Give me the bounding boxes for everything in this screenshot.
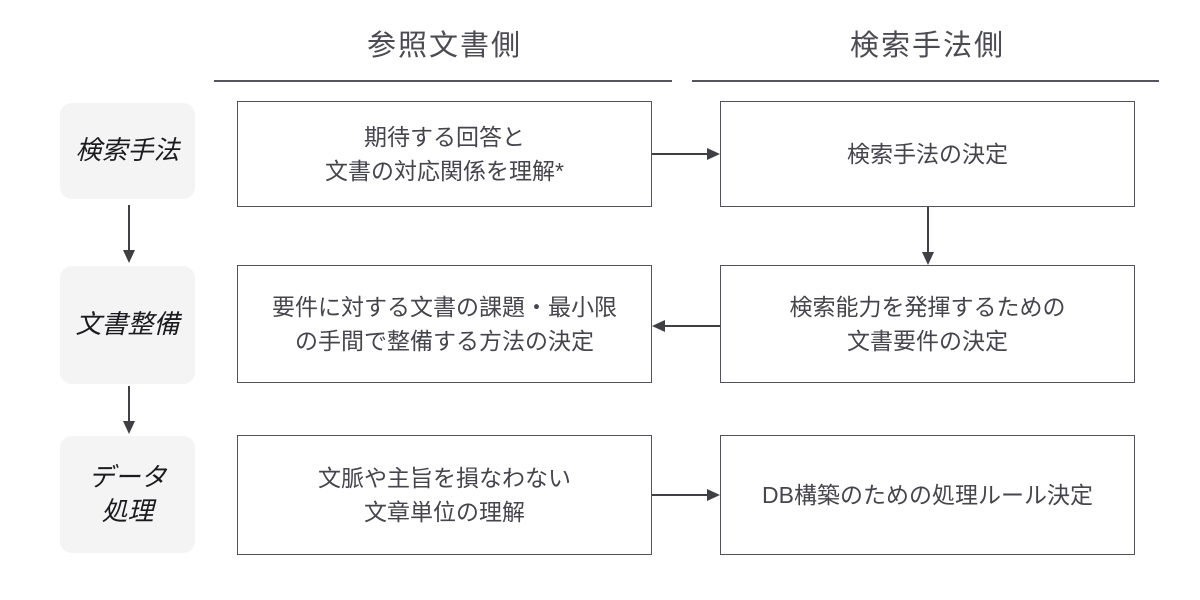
arrow-right-row3-icon	[652, 485, 720, 505]
box-row2-right: 検索能力を発揮するための 文書要件の決定	[720, 265, 1135, 383]
column-title-reference-docs: 参照文書側	[366, 30, 522, 62]
arrow-down-stage2-icon	[119, 386, 139, 434]
column-underline-right	[692, 80, 1159, 82]
stage-label-data-processing: データ 処理	[60, 436, 195, 553]
stage-label-search-method: 検索手法	[60, 103, 195, 199]
box-row2-left: 要件に対する文書の課題・最小限 の手間で整備する方法の決定	[237, 265, 652, 383]
column-underline-left	[214, 80, 672, 82]
box-row3-right: DB構築のための処理ルール決定	[720, 435, 1135, 555]
box-row1-left: 期待する回答と 文書の対応関係を理解*	[237, 101, 652, 207]
column-title-search-method: 検索手法側	[849, 30, 1005, 62]
arrow-right-row1-icon	[652, 144, 720, 164]
arrow-down-right-column-icon	[918, 207, 938, 265]
arrow-left-row2-icon	[652, 316, 720, 336]
box-row3-left: 文脈や主旨を損なわない 文章単位の理解	[237, 435, 652, 555]
box-row1-right: 検索手法の決定	[720, 101, 1135, 207]
arrow-down-stage1-icon	[119, 205, 139, 263]
stage-label-document-preparation: 文書整備	[60, 266, 195, 384]
